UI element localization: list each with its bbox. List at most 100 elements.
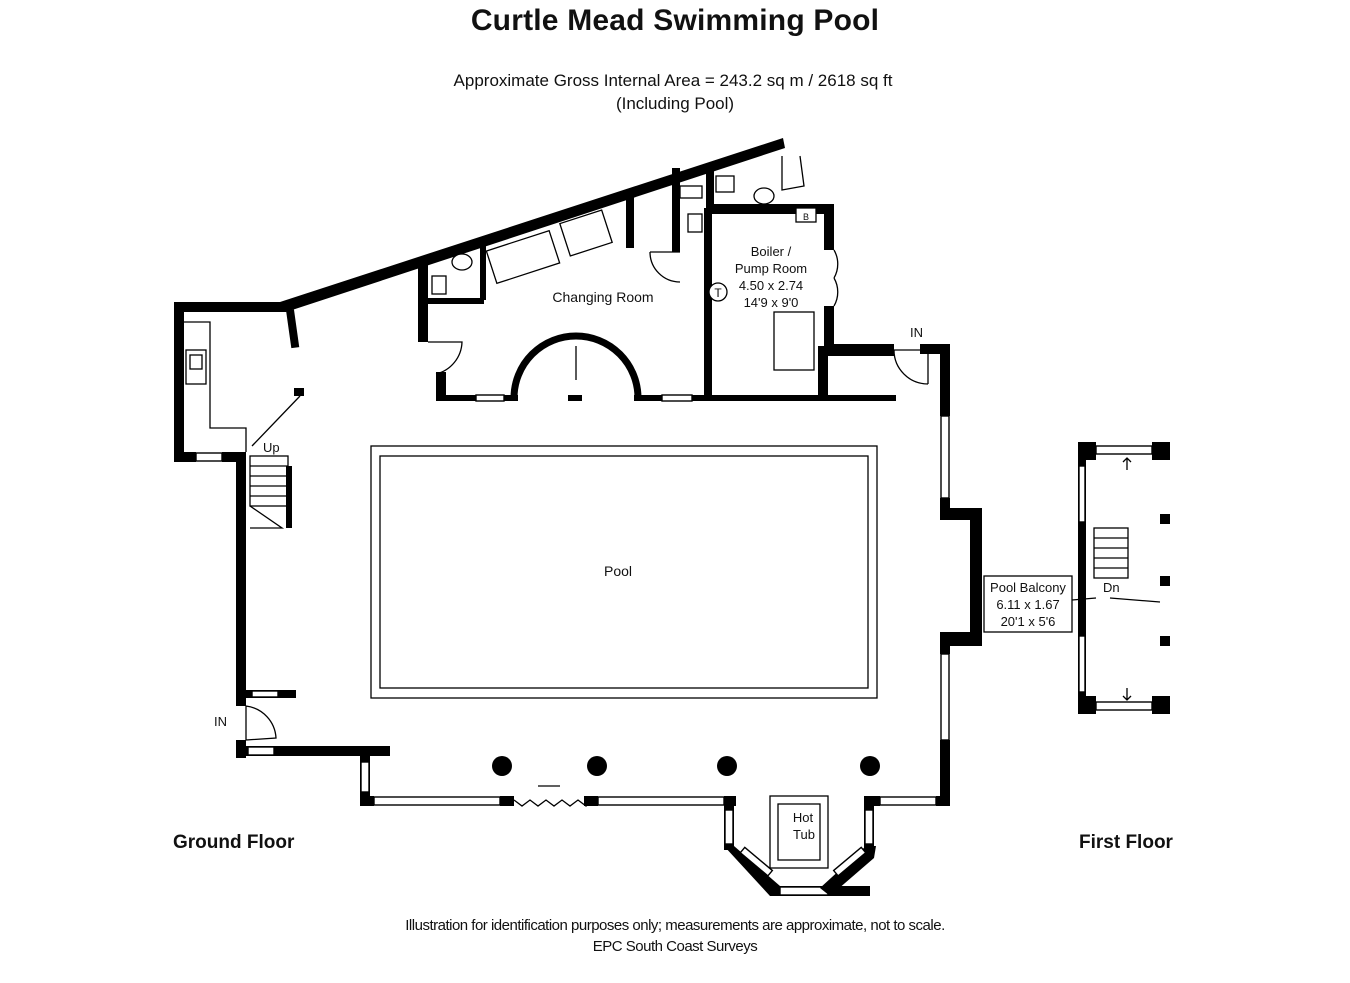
hot-tub-label-1: Hot <box>793 810 814 825</box>
bay-se-wall <box>820 846 876 896</box>
sw-bay-window <box>360 761 370 793</box>
nw-angled-jamb <box>294 388 304 396</box>
south-wall-6 <box>936 796 950 806</box>
pool <box>379 455 869 689</box>
east-window-1 <box>940 415 950 499</box>
column <box>717 756 737 776</box>
balcony-imperial: 20'1 x 5'6 <box>1001 614 1056 629</box>
hot-tub <box>769 795 829 869</box>
changing-west-wall-lower <box>436 372 446 396</box>
ground-floor-label: Ground Floor <box>173 832 295 853</box>
credit: EPC South Coast Surveys <box>592 938 758 955</box>
bay-sw-window <box>739 846 774 877</box>
shower-drain <box>568 395 582 401</box>
changing-partition <box>626 196 634 248</box>
west-door-window <box>251 690 279 698</box>
top-wc-toilet <box>715 175 735 193</box>
shower-tray <box>559 209 613 257</box>
right-wc-door[interactable] <box>649 251 681 283</box>
north-diagonal-wall <box>280 138 785 312</box>
ff-bottom-left <box>1078 696 1096 714</box>
east-window-2 <box>940 653 950 741</box>
boiler-badge: B <box>803 212 809 222</box>
sw-window <box>247 746 275 756</box>
nw-stub <box>286 309 300 349</box>
stair-wall <box>286 466 292 528</box>
east-bay-wall <box>940 508 982 646</box>
south-window-1 <box>373 796 501 806</box>
stair-door[interactable] <box>249 505 285 529</box>
ne-corner-wall <box>920 344 950 354</box>
boiler-unit <box>795 207 817 223</box>
top-wc-basin <box>753 187 775 205</box>
east-wall-3 <box>940 632 950 654</box>
ff-top-left <box>1078 442 1096 460</box>
ff-stair-arrow <box>1109 597 1161 603</box>
bifold-doors[interactable] <box>513 799 595 807</box>
right-wc-basin <box>687 213 703 233</box>
ne-pillar <box>818 346 828 396</box>
kitchen-bottom-wall <box>174 452 196 462</box>
west-entrance-door[interactable] <box>245 705 277 741</box>
sink-bowl <box>189 354 203 370</box>
changing-window-2 <box>661 394 693 402</box>
changing-west-door[interactable] <box>428 341 463 375</box>
first-floor-label: First Floor <box>1079 832 1173 853</box>
ff-bottom-right <box>1152 696 1170 714</box>
south-west-wall <box>236 746 390 756</box>
stair-up-label: Up <box>263 440 280 455</box>
ff-arrow-top <box>1122 457 1132 470</box>
bath <box>485 229 561 285</box>
nw-angled-door[interactable] <box>251 395 301 447</box>
boiler-top-wall <box>706 204 834 214</box>
ff-post <box>1160 514 1170 524</box>
bay-east-window <box>864 809 874 845</box>
ff-post <box>1160 636 1170 646</box>
bay-west-window <box>724 809 734 845</box>
balcony-label: Pool Balcony <box>990 580 1066 595</box>
area-note: (Including Pool) <box>615 94 735 113</box>
south-window-3 <box>879 796 937 806</box>
wc-toilet <box>431 275 447 295</box>
top-wc-wall <box>706 170 714 210</box>
thermostat-marker <box>708 282 728 302</box>
shower-recess <box>510 332 642 399</box>
east-entrance-label: IN <box>910 325 923 340</box>
boiler-room-metric: 4.50 x 2.74 <box>739 278 803 293</box>
south-wall-3 <box>584 796 598 806</box>
changing-south-wall-3 <box>634 395 662 401</box>
changing-south-wall <box>436 395 476 401</box>
right-wc-toilet <box>679 185 703 199</box>
west-entrance-label: IN <box>214 714 227 729</box>
boiler-double-door[interactable] <box>833 249 839 307</box>
disclaimer: Illustration for identification purposes… <box>405 917 945 934</box>
ff-west-window-1 <box>1078 465 1086 523</box>
ff-top-right <box>1152 442 1170 460</box>
ground-staircase <box>249 455 289 507</box>
wc-basin <box>451 253 473 271</box>
south-wall-1 <box>360 796 374 806</box>
thermostat-label: T <box>714 286 722 300</box>
wc-partition <box>428 298 484 304</box>
ff-top-rail <box>1095 445 1153 455</box>
south-window-2 <box>597 796 725 806</box>
pump-equipment <box>773 311 815 371</box>
balcony-metric: 6.11 x 1.67 <box>996 597 1059 612</box>
balcony-label-box <box>983 575 1073 633</box>
bay-se-window <box>832 846 867 877</box>
south-wall-5 <box>864 796 880 806</box>
pool-surround <box>370 445 878 699</box>
west-hall-wall <box>236 452 246 706</box>
top-wc-door[interactable] <box>781 155 805 191</box>
ff-arrow-bottom <box>1122 688 1132 701</box>
wc-partition-v <box>480 244 486 300</box>
column <box>587 756 607 776</box>
bay-sw-wall <box>724 846 780 896</box>
ff-west-wall <box>1078 460 1086 698</box>
nw-top-wall <box>174 302 286 312</box>
east-entrance-door[interactable] <box>893 349 929 385</box>
changing-window-1 <box>475 394 505 402</box>
ne-wall <box>824 344 894 356</box>
ff-west-window-2 <box>1078 635 1086 693</box>
